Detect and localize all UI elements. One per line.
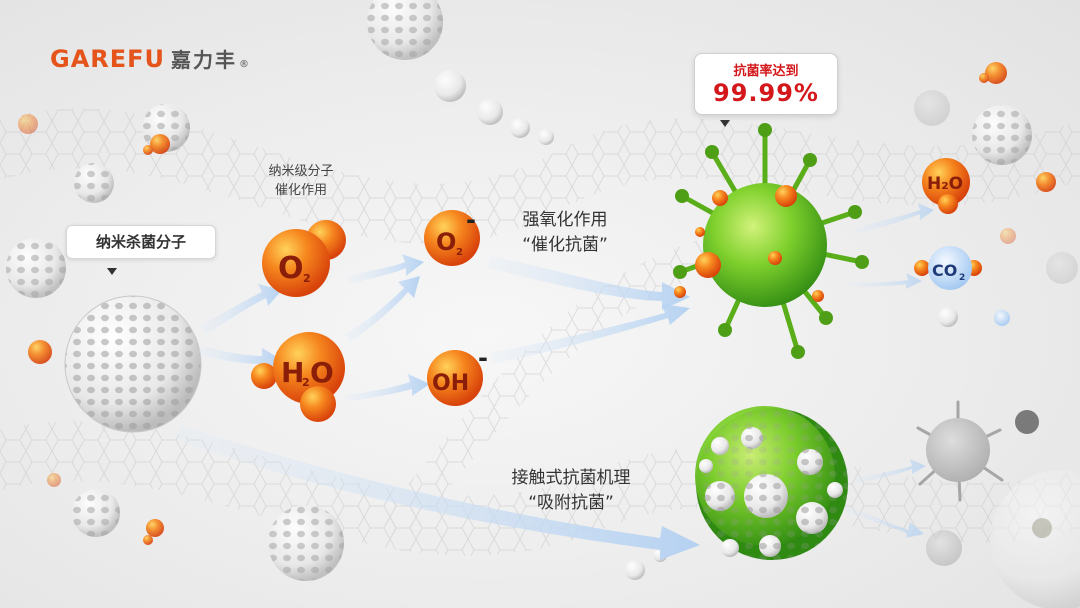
- antibacterial-rate-box: 抗菌率达到 99.99%: [694, 53, 838, 115]
- nano-catalysis-line1: 纳米级分子: [268, 164, 334, 179]
- h2o-output: H₂O: [922, 158, 970, 214]
- rate-pointer-icon: [720, 120, 730, 127]
- oxidation-line2: “催化抗菌”: [522, 235, 608, 255]
- brand-name: GAREFU: [50, 45, 166, 73]
- contact-line2: “吸附抗菌”: [528, 493, 614, 513]
- oh-radical: OH -: [427, 344, 488, 406]
- h2o-subscript: 2: [302, 376, 310, 389]
- nano-molecule-sphere: [64, 295, 202, 433]
- decorative-small-molecules: [18, 62, 1056, 545]
- o2-molecule: O 2: [262, 220, 346, 297]
- contact-line1: 接触式抗菌机理: [511, 468, 631, 488]
- h2o-o-label: O: [310, 356, 334, 389]
- o2-radical-charge: -: [466, 206, 476, 234]
- oh-radical-label: OH: [432, 371, 469, 396]
- brand-name-cn: 嘉力丰: [171, 48, 238, 72]
- h2o-molecule: H 2 O: [251, 332, 345, 422]
- co2-output-label: CO: [932, 261, 957, 280]
- o2-label: O: [278, 251, 304, 286]
- nano-catalysis-note: 纳米级分子 催化作用: [256, 162, 346, 200]
- h2o-h-label: H: [281, 356, 304, 389]
- contact-note: 接触式抗菌机理 “吸附抗菌”: [496, 466, 646, 516]
- brand-logo: GAREFU 嘉力丰 ®: [50, 44, 250, 73]
- o2-radical: O 2 -: [424, 206, 480, 266]
- flow-arrows: [176, 203, 934, 560]
- virus-green: [673, 123, 869, 359]
- oxidation-line1: 强氧化作用: [522, 210, 608, 230]
- registered-mark: ®: [239, 59, 251, 70]
- nano-molecule-label: 纳米杀菌分子: [66, 225, 216, 259]
- oxidation-note: 强氧化作用 “催化抗菌”: [510, 208, 620, 258]
- dead-viruses: [914, 90, 1080, 608]
- o2-subscript: 2: [303, 272, 311, 285]
- o2-radical-subscript: 2: [456, 247, 463, 258]
- co2-output: CO 2: [914, 246, 982, 290]
- oh-radical-charge: -: [478, 344, 488, 372]
- nano-catalysis-line2: 催化作用: [274, 183, 327, 198]
- o2-radical-label: O: [436, 228, 456, 256]
- co2-output-subscript: 2: [959, 273, 965, 283]
- h2o-output-label: H₂O: [927, 174, 963, 194]
- decorative-pore-spheres: [6, 0, 1032, 581]
- rate-value: 99.99%: [713, 79, 819, 107]
- nano-molecule-pointer-icon: [107, 268, 117, 275]
- rate-title: 抗菌率达到: [733, 64, 799, 79]
- adsorbed-virus: [695, 406, 848, 560]
